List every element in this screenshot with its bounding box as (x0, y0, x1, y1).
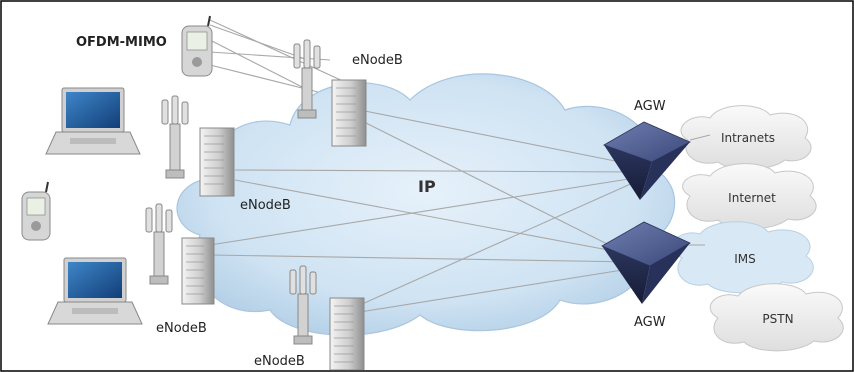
intranets-label: Intranets (721, 131, 775, 145)
enodeb-top-label: eNodeB (352, 53, 403, 68)
enodeb-top: eNodeB (293, 39, 403, 147)
pstn-cloud: PSTN (709, 283, 844, 352)
cabinet-icon (199, 127, 235, 197)
link (209, 254, 636, 263)
link (234, 169, 636, 173)
antenna-icon (293, 39, 321, 119)
enodeb-left-lower: eNodeB (145, 203, 215, 336)
cabinet-icon (181, 237, 215, 305)
ims-cloud: IMS (672, 221, 814, 294)
laptop-icon (45, 87, 141, 155)
link (359, 267, 636, 313)
enodeb-bottom-label: eNodeB (254, 354, 305, 369)
antenna-icon (145, 203, 173, 285)
cabinet-icon (331, 79, 367, 147)
ip-label: IP (418, 177, 436, 196)
enodeb-left-lower-label: eNodeB (156, 321, 207, 336)
intranets-cloud: Intranets (680, 105, 812, 170)
laptop-icon (47, 257, 143, 325)
agw-top: AGW (603, 99, 691, 200)
network-links (209, 19, 711, 313)
cabinet-icon (329, 297, 365, 371)
link (359, 181, 636, 306)
link (359, 119, 636, 259)
link (234, 179, 636, 256)
link (209, 39, 309, 91)
agw-bottom: AGW (601, 221, 691, 330)
link (689, 134, 711, 141)
link (209, 177, 636, 246)
pstn-label: PSTN (762, 312, 793, 326)
antenna-icon (289, 265, 317, 345)
agw-bottom-label: AGW (634, 315, 666, 330)
enodeb-left-upper: eNodeB (161, 95, 291, 213)
phone-icon (21, 181, 51, 241)
enodeb-left-upper-label: eNodeB (240, 198, 291, 213)
internet-cloud: Internet (682, 163, 817, 230)
phone-icon (181, 15, 213, 77)
link (209, 19, 346, 83)
agw-top-label: AGW (634, 99, 666, 114)
internet-label: Internet (728, 191, 776, 205)
link (209, 64, 319, 93)
link (359, 109, 636, 166)
ims-label: IMS (734, 252, 756, 266)
enodeb-bottom: eNodeB (254, 265, 365, 371)
ofdm-mimo-label: OFDM-MIMO (76, 35, 167, 50)
antenna-icon (161, 95, 189, 179)
